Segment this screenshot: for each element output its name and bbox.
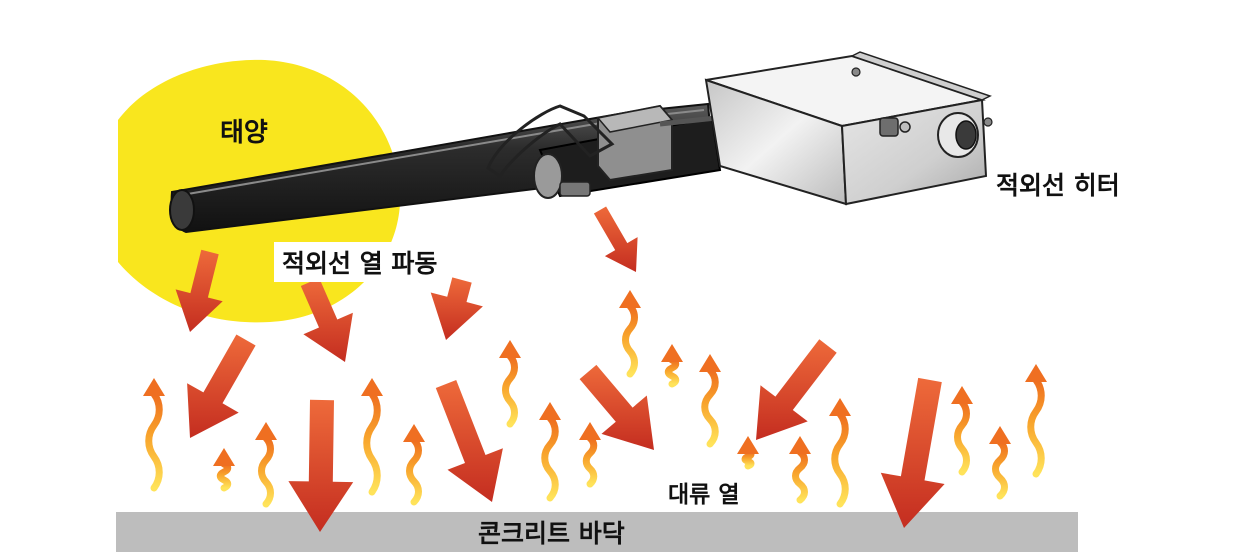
infrared-waves-label: 적외선 열 파동 [274,242,446,282]
radiant-heat-arrow [880,377,945,528]
convection-heat-arrow [361,378,383,496]
heater-tube [169,102,722,234]
radiant-heat-arrow [756,339,837,440]
convection-heat-arrow [619,290,641,378]
convection-heat-arrow [737,436,759,470]
convection-heat-arrow [539,402,561,502]
radiant-arrows [175,206,945,532]
heater-box [704,51,993,206]
convection-heat-arrow [255,422,277,508]
convection-heat-arrow [579,422,601,488]
heater-label: 적외선 히터 [996,171,1120,200]
convection-heat-arrow [403,424,425,506]
convection-heat-arrow [213,448,235,492]
radiant-heat-arrow [593,206,638,272]
convection-arrows [143,290,1047,508]
radiant-heat-arrow [435,380,503,502]
convection-heat-arrow [699,354,721,448]
convection-label: 대류 열 [668,482,740,508]
convection-heat-arrow [951,386,973,476]
radiant-heat-arrow [300,278,353,362]
convection-heat-arrow [1025,364,1047,478]
convection-heat-arrow [661,344,683,388]
radiant-heat-arrow [579,364,654,450]
radiant-heat-arrow [187,334,256,438]
convection-heat-arrow [499,340,521,428]
convection-heat-arrow [989,426,1011,500]
convection-heat-arrow [143,378,165,492]
convection-heat-arrow [829,398,851,508]
convection-heat-arrow [789,436,811,504]
radiant-heat-arrow [175,249,223,332]
concrete-floor [116,512,1078,552]
radiant-heat-arrow [288,399,354,532]
sun-label: 태양 [220,118,268,148]
floor-label: 콘크리트 바닥 [478,519,625,548]
radiant-heat-arrow [430,277,483,340]
